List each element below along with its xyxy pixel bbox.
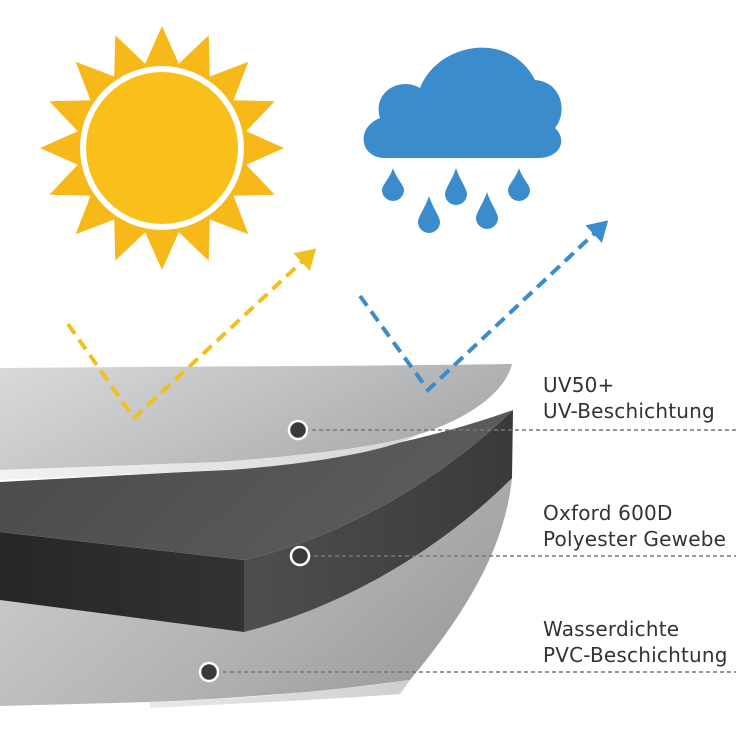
layer-callouts [198,419,736,683]
uv-layer-label-line1: UV50+ [543,373,615,397]
arrow-path [358,228,600,394]
pvc-marker [198,661,220,683]
rain-cloud-icon [363,47,562,233]
oxford-marker [289,545,311,567]
rain-drops [382,168,530,233]
uv-layer-label: UV50+ UV-Beschichtung [543,372,733,424]
oxford-layer-side [244,410,513,632]
uv-marker [287,419,309,441]
pvc-layer-edge [150,680,410,708]
oxford-layer-top [0,410,513,560]
uv-layer [0,364,512,480]
pvc-layer [0,478,512,708]
oxford-layer-front [0,532,244,632]
arrow-path [66,256,308,422]
arrow-head [585,220,609,243]
rain-drop [418,196,440,233]
uv-layer-label-line2: UV-Beschichtung [543,399,715,423]
oxford-layer-label: Oxford 600D Polyester Gewebe [543,500,733,552]
sun-disc [86,72,238,224]
pvc-layer-label-line2: PVC-Beschichtung [543,643,728,667]
oxford-layer [0,410,513,632]
rain-reflection-arrow [358,220,609,394]
arrow-head [293,248,317,271]
rain-drop [476,192,498,229]
oxford-layer-label-line1: Oxford 600D [543,501,673,525]
pvc-layer-label-line1: Wasserdichte [543,617,680,641]
uv-layer-surface [0,364,512,470]
rain-drop [382,168,404,201]
rain-drop [508,168,530,201]
sun-icon [40,26,284,270]
pvc-layer-surface [0,478,512,706]
rain-drop [445,168,467,205]
cloud-shape [363,47,562,158]
oxford-layer-label-line2: Polyester Gewebe [543,527,727,551]
pvc-layer-label: Wasserdichte PVC-Beschichtung [543,616,733,668]
sun-reflection-arrow [66,248,317,422]
uv-layer-edge [0,434,420,480]
